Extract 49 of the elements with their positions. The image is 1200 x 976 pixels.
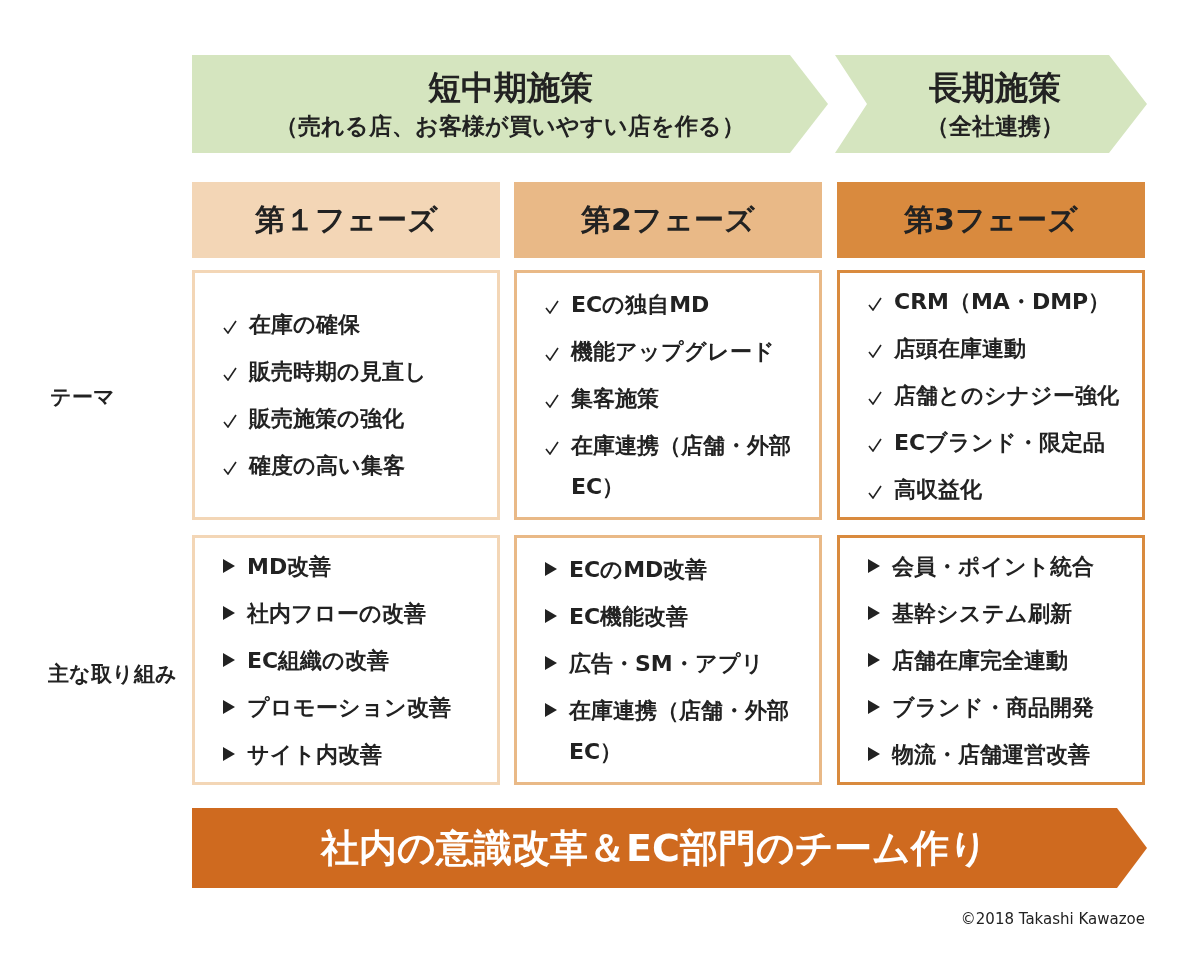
phase-header xyxy=(837,182,1145,258)
list-item-text: 確度の高い集客 xyxy=(249,452,405,480)
actions-panel xyxy=(837,535,1145,785)
list-item-text: 販売時期の見直し xyxy=(249,358,427,386)
list-item-text: プロモーション改善 xyxy=(247,693,451,722)
banner-title: 短中期施策 xyxy=(427,67,593,109)
list-item-text: 店頭在庫連動 xyxy=(894,334,1026,363)
arrow-banner xyxy=(192,808,1147,888)
chevron-banner xyxy=(835,55,1147,153)
themes-panel xyxy=(514,270,822,520)
list-item-text: ECの独自MD xyxy=(571,290,710,319)
row-label: テーマ xyxy=(50,384,115,411)
list-item-text: 集客施策 xyxy=(571,384,659,413)
actions-panel xyxy=(192,535,500,785)
list-item-text: 会員・ポイント統合 xyxy=(892,552,1094,581)
list-item-text: ECブランド・限定品 xyxy=(894,428,1106,457)
list-item-text: EC機能改善 xyxy=(569,602,689,631)
phase-title: 第１フェーズ xyxy=(254,200,438,239)
list-item-text: 在庫の確保 xyxy=(249,311,360,339)
list-item-text: 物流・店舗運営改善 xyxy=(892,740,1090,769)
copyright-caption: ©2018 Takashi Kawazoe xyxy=(960,910,1145,928)
list-item-text: 店舗とのシナジー強化 xyxy=(894,381,1119,410)
banner-subtitle: （売れる店、お客様が買いやすい店を作る） xyxy=(275,112,745,141)
banner-title: 社内の意識改革＆EC部門のチーム作り xyxy=(321,824,988,872)
list-item-text: ブランド・商品開発 xyxy=(892,693,1094,722)
phase-title: 第2フェーズ xyxy=(581,200,755,239)
list-item-text: 広告・SM・アプリ xyxy=(569,649,764,678)
themes-panel xyxy=(837,270,1145,520)
list-item-text: 高収益化 xyxy=(894,475,982,504)
list-item-text: 基幹システム刷新 xyxy=(892,599,1072,628)
list-item-text: 機能アップグレード xyxy=(571,337,775,366)
phase-header xyxy=(192,182,500,258)
list-item-text: 店舗在庫完全連動 xyxy=(892,646,1068,675)
list-item-text: MD改善 xyxy=(247,552,332,581)
actions-panel xyxy=(514,535,822,785)
banner-subtitle: （全社連携） xyxy=(926,112,1064,141)
list-item-text: サイト内改善 xyxy=(247,740,382,769)
banner-title: 長期施策 xyxy=(929,67,1061,109)
list-item-text: 販売施策の強化 xyxy=(249,405,404,433)
list-item-text: 社内フローの改善 xyxy=(247,599,426,628)
phase-title: 第3フェーズ xyxy=(904,200,1078,239)
list-item-text: EC組織の改善 xyxy=(247,646,390,675)
list-item-text: CRM（MA・DMP） xyxy=(894,287,1111,316)
phase-header xyxy=(514,182,822,258)
list-item-text: 在庫連携（店舗・外部EC） xyxy=(569,696,790,766)
themes-panel xyxy=(192,270,500,520)
chevron-banner xyxy=(192,55,828,153)
list-item-text: ECのMD改善 xyxy=(569,555,708,584)
list-item-text: 在庫連携（店舗・外部EC） xyxy=(571,431,792,501)
